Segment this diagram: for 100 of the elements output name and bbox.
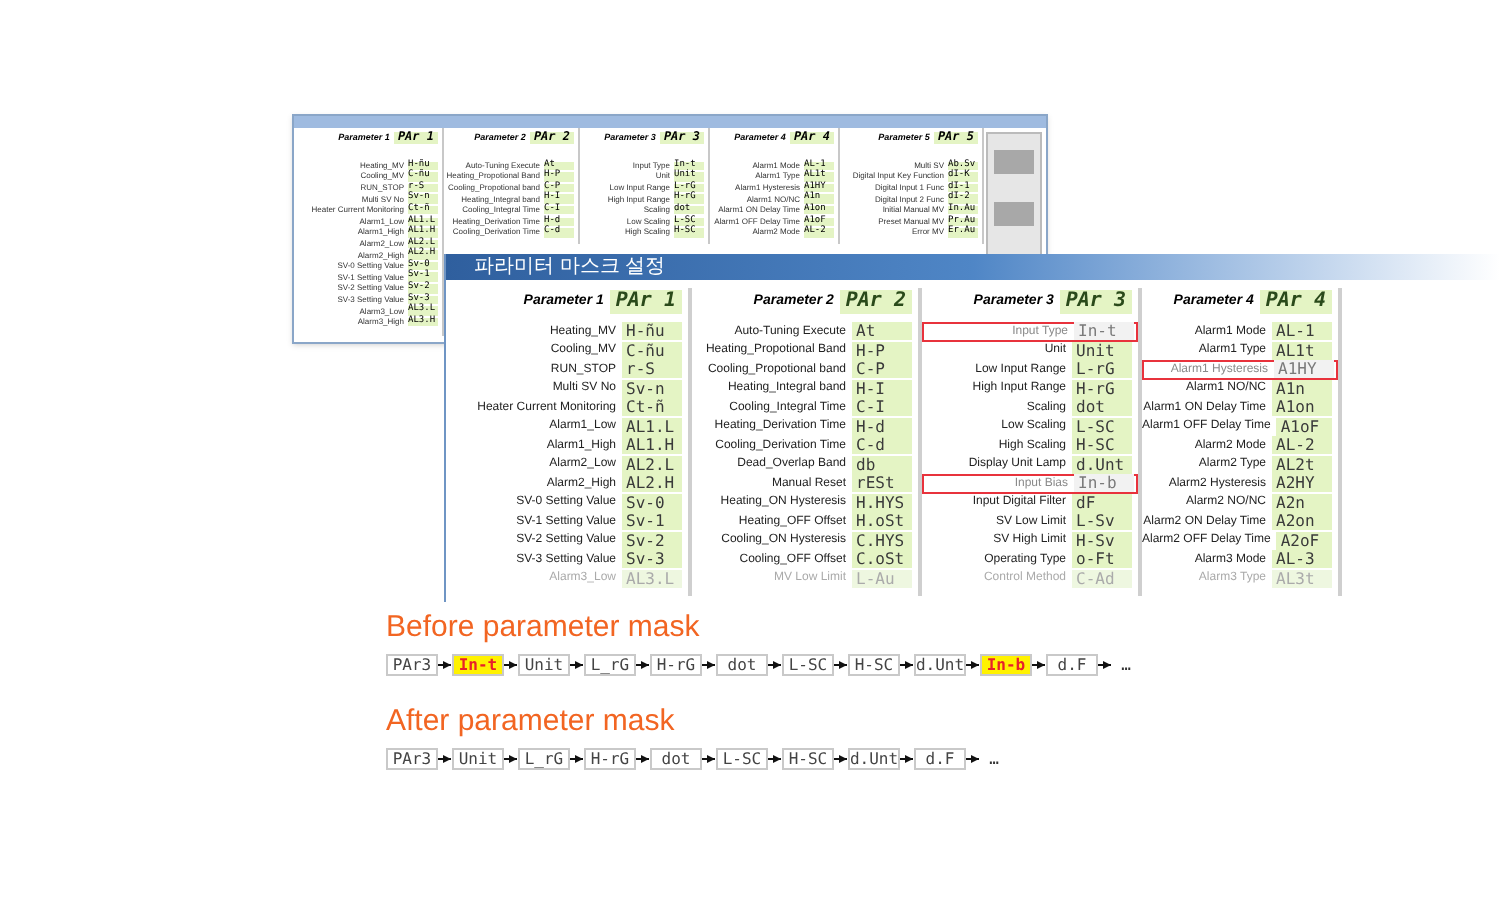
parameter-code: AL-3 (1272, 550, 1332, 569)
arrow (503, 755, 518, 763)
display-box: d.Unt (848, 748, 900, 770)
parameter-code: In-b (1074, 474, 1134, 493)
parameter-code: C.HYS (852, 531, 912, 550)
parameter-code: PAr 3 (1059, 289, 1132, 313)
display-box: d.F (1046, 654, 1098, 676)
arrow (1097, 661, 1112, 669)
parameter-code: H.HYS (852, 493, 912, 512)
parameter-code: C-I (852, 398, 912, 417)
parameter-code: A2oF (1276, 531, 1332, 550)
parameter-code: H-d (852, 417, 912, 436)
parameter-code: AL-1 (1272, 322, 1332, 341)
parameter-code: Sv-0 (622, 493, 682, 512)
arrow (965, 755, 980, 763)
arrow (767, 661, 782, 669)
display-box: L-SC (782, 654, 834, 676)
display-box: H-SC (782, 748, 834, 770)
parameter-code: C-P (852, 360, 912, 379)
ellipsis-text: … (1112, 654, 1140, 676)
parameter-code: rESt (852, 474, 912, 493)
arrow (437, 661, 452, 669)
parameter-code: A2on (1272, 512, 1332, 531)
parameter-code: AL2.H (622, 474, 682, 493)
display-box: PAr3 (386, 654, 438, 676)
arrow (701, 661, 716, 669)
arrow (437, 755, 452, 763)
parameter-code: In-t (1074, 322, 1134, 341)
arrow (503, 661, 518, 669)
display-box: dot (716, 654, 768, 676)
parameter-code: d.Unt (1072, 455, 1132, 474)
display-box: H-rG (650, 654, 702, 676)
display-box: PAr3 (386, 748, 438, 770)
parameter-code: Ct-ñ (622, 398, 682, 417)
parameter-code: C.oSt (852, 550, 912, 569)
display-box: Unit (518, 654, 570, 676)
parameter-code: At (852, 322, 912, 341)
parameter-code: Sv-2 (622, 531, 682, 550)
parameter-code: AL2.L (622, 455, 682, 474)
arrow (899, 755, 914, 763)
parameter-code: Sv-3 (622, 550, 682, 569)
display-box: d.F (914, 748, 966, 770)
display-box: L_rG (518, 748, 570, 770)
parameter-code: AL2t (1272, 455, 1332, 474)
arrow (701, 755, 716, 763)
heading: Before parameter mask (386, 612, 700, 642)
parameter-code: AL-2 (1272, 436, 1332, 455)
parameter-code: H-I (852, 379, 912, 398)
parameter-code: A2HY (1272, 474, 1332, 493)
display-box: H-rG (584, 748, 636, 770)
display-box: dot (650, 748, 702, 770)
parameter-code: r-S (622, 360, 682, 379)
parameter-code: C-d (852, 436, 912, 455)
parameter-code: AL1t (1272, 341, 1332, 360)
display-box: In-t (452, 654, 504, 676)
parameter-code: A1HY (1274, 360, 1334, 379)
arrow (767, 755, 782, 763)
arrow (833, 661, 848, 669)
parameter-code: H-Sv (1072, 531, 1132, 550)
parameter-code: dot (1072, 398, 1132, 417)
arrow (569, 755, 584, 763)
arrow (965, 661, 980, 669)
parameter-code: PAr 1 (609, 289, 682, 313)
parameter-code: AL1.H (622, 436, 682, 455)
display-box: In-b (980, 654, 1032, 676)
parameter-code: C-Ad (1072, 569, 1132, 588)
parameter-code: Sv-n (622, 379, 682, 398)
arrow (1031, 661, 1046, 669)
parameter-code: A2n (1272, 493, 1332, 512)
display-box: H-SC (848, 654, 900, 676)
parameter-code: L-rG (1072, 360, 1132, 379)
parameter-code: o-Ft (1072, 550, 1132, 569)
parameter-code: db (852, 455, 912, 474)
arrow (833, 755, 848, 763)
parameter-code: AL3t (1272, 569, 1332, 588)
parameter-code: C-ñu (622, 341, 682, 360)
arrow (635, 755, 650, 763)
parameter-code: H-rG (1072, 379, 1132, 398)
heading: After parameter mask (386, 706, 675, 736)
parameter-code: AL3.L (622, 569, 682, 588)
window-title: 파라미터 마스크 설정 (474, 257, 666, 277)
parameter-code: L-SC (1072, 417, 1132, 436)
ellipsis-text: … (980, 748, 1008, 770)
parameter-code: L-Sv (1072, 512, 1132, 531)
parameter-code: AL1.L (622, 417, 682, 436)
parameter-code: A1oF (1276, 417, 1332, 436)
parameter-code: H-P (852, 341, 912, 360)
arrow (569, 661, 584, 669)
arrow (899, 661, 914, 669)
parameter-code: PAr 2 (839, 289, 912, 313)
display-box: L_rG (584, 654, 636, 676)
parameter-code: H-SC (1072, 436, 1132, 455)
display-box: L-SC (716, 748, 768, 770)
parameter-code: PAr 4 (1259, 289, 1332, 313)
parameter-code: L-Au (852, 569, 912, 588)
parameter-code: H-ñu (622, 322, 682, 341)
display-box: d.Unt (914, 654, 966, 676)
parameter-code: Sv-1 (622, 512, 682, 531)
parameter-code: H.oSt (852, 512, 912, 531)
parameter-code: A1on (1272, 398, 1332, 417)
